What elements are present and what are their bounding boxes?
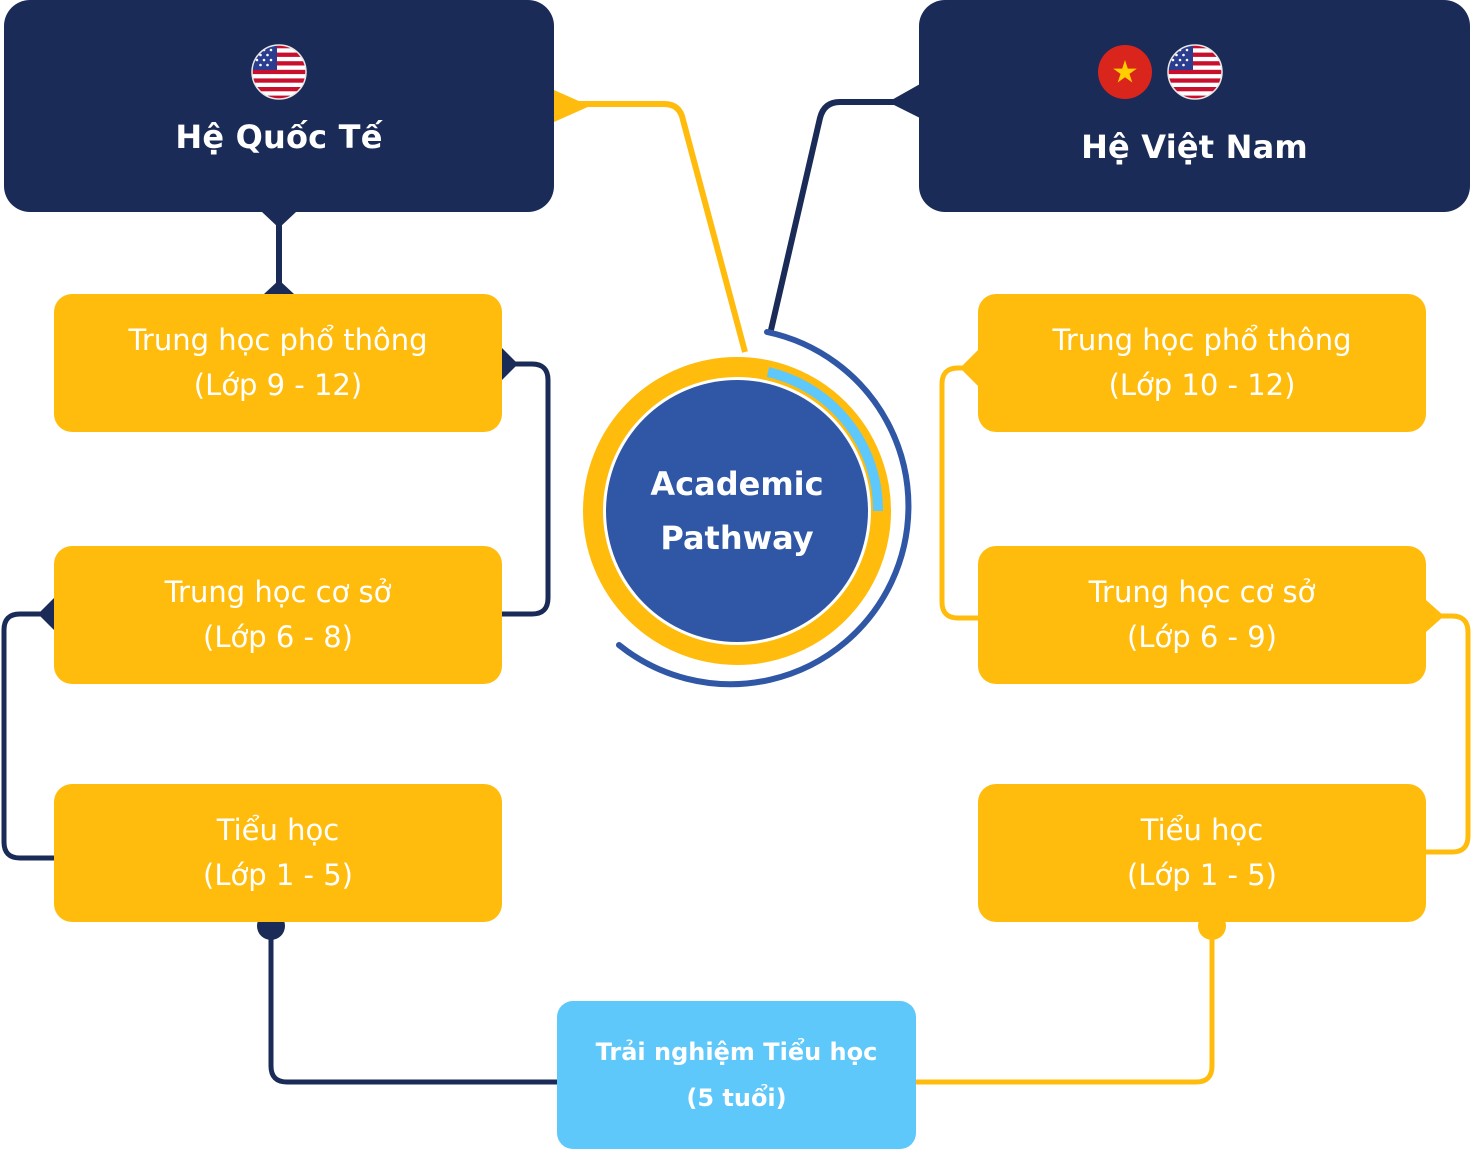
connector-intl-middle-primary bbox=[1, 611, 54, 861]
connector-marker bbox=[1426, 600, 1444, 632]
connector-marker bbox=[960, 350, 978, 386]
experience-age: (5 tuổi) bbox=[686, 1084, 787, 1112]
intl-system-header: Hệ Quốc Tế bbox=[4, 0, 554, 212]
vn-middle-school-box: Trung học cơ sở (Lớp 6 - 9) bbox=[978, 546, 1426, 684]
box-name: Tiểu học bbox=[216, 813, 340, 847]
experience-name: Trải nghiệm Tiểu học bbox=[595, 1038, 878, 1066]
connector-vn-primary-middle bbox=[1426, 613, 1471, 855]
connector-intl-center bbox=[554, 101, 748, 353]
vn-system-title: Hệ Việt Nam bbox=[1081, 128, 1308, 166]
connector-marker bbox=[264, 280, 294, 294]
vietnam-flag-icon bbox=[1097, 45, 1152, 99]
box-grades: (Lớp 1 - 5) bbox=[203, 858, 353, 892]
academic-pathway-circle bbox=[583, 329, 912, 688]
connector-intl-primary-experience bbox=[268, 922, 557, 1085]
center-line-2: Pathway bbox=[660, 519, 814, 557]
intl-system-title: Hệ Quốc Tế bbox=[175, 118, 383, 156]
box-grades: (Lớp 10 - 12) bbox=[1108, 368, 1296, 402]
us-flag-icon bbox=[1166, 44, 1223, 100]
center-line-1: Academic bbox=[650, 465, 824, 503]
box-name: Trung học cơ sở bbox=[1088, 575, 1316, 609]
box-grades: (Lớp 6 - 9) bbox=[1127, 620, 1277, 654]
box-grades: (Lớp 6 - 8) bbox=[203, 620, 353, 654]
box-name: Trung học cơ sở bbox=[164, 575, 392, 609]
vn-primary-school-box: Tiểu học (Lớp 1 - 5) bbox=[978, 784, 1426, 922]
box-name: Trung học phổ thông bbox=[1052, 323, 1352, 357]
connector-marker bbox=[502, 348, 518, 380]
intl-high-school-box: Trung học phổ thông (Lớp 9 - 12) bbox=[54, 294, 502, 432]
connector-vn-primary-experience bbox=[916, 922, 1215, 1085]
connector-marker bbox=[38, 598, 54, 630]
vn-high-school-box: Trung học phổ thông (Lớp 10 - 12) bbox=[978, 294, 1426, 432]
connector-marker bbox=[262, 212, 296, 228]
connector-marker bbox=[888, 84, 920, 118]
box-name: Trung học phổ thông bbox=[128, 323, 428, 357]
intl-middle-school-box: Trung học cơ sở (Lớp 6 - 8) bbox=[54, 546, 502, 684]
outer-navy-arc bbox=[616, 329, 912, 688]
vn-system-header: Hệ Việt Nam bbox=[919, 0, 1470, 212]
intl-primary-school-box: Tiểu học (Lớp 1 - 5) bbox=[54, 784, 502, 922]
connector-vn-middle-high bbox=[939, 365, 978, 621]
box-grades: (Lớp 1 - 5) bbox=[1127, 858, 1277, 892]
light-blue-arc bbox=[766, 367, 884, 512]
academic-pathway-label: Academic Pathway bbox=[605, 380, 869, 642]
center-disc bbox=[606, 380, 868, 642]
us-flag-icon bbox=[251, 44, 307, 100]
connector-vn-center bbox=[768, 99, 920, 331]
connector-intl-high-middle bbox=[502, 361, 551, 617]
connector-marker bbox=[554, 90, 590, 122]
primary-experience-box: Trải nghiệm Tiểu học (5 tuổi) bbox=[557, 1001, 916, 1149]
box-name: Tiểu học bbox=[1140, 813, 1264, 847]
box-grades: (Lớp 9 - 12) bbox=[193, 368, 363, 402]
